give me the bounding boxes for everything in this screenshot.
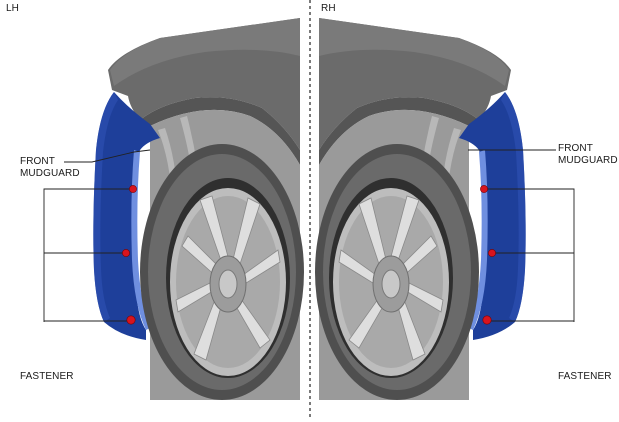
- fastener-marker-icon: [482, 315, 492, 325]
- rh-fastener-label: FASTENER: [558, 371, 612, 382]
- fastener-markers: [122, 185, 496, 325]
- lh-side-label: LH: [6, 3, 19, 14]
- fastener-marker-icon: [488, 249, 496, 257]
- rh-leader-lines: [468, 149, 575, 322]
- lh-front-mudguard-label-line1: FRONT: [20, 156, 55, 167]
- lh-front-mudguard-label-line2: MUDGUARD: [20, 168, 80, 179]
- fastener-marker-icon: [480, 185, 488, 193]
- fastener-marker-icon: [126, 315, 136, 325]
- rh-side-label: RH: [321, 3, 336, 14]
- rh-front-mudguard-label-line1: FRONT: [558, 143, 593, 154]
- lh-wheel-illustration: [92, 17, 305, 401]
- fastener-marker-icon: [122, 249, 130, 257]
- fastener-marker-icon: [129, 185, 137, 193]
- rh-front-mudguard-label-line2: MUDGUARD: [558, 155, 618, 166]
- lh-fastener-label: FASTENER: [20, 371, 74, 382]
- rh-wheel-illustration: [314, 17, 527, 401]
- lh-leader-lines: [43, 149, 151, 322]
